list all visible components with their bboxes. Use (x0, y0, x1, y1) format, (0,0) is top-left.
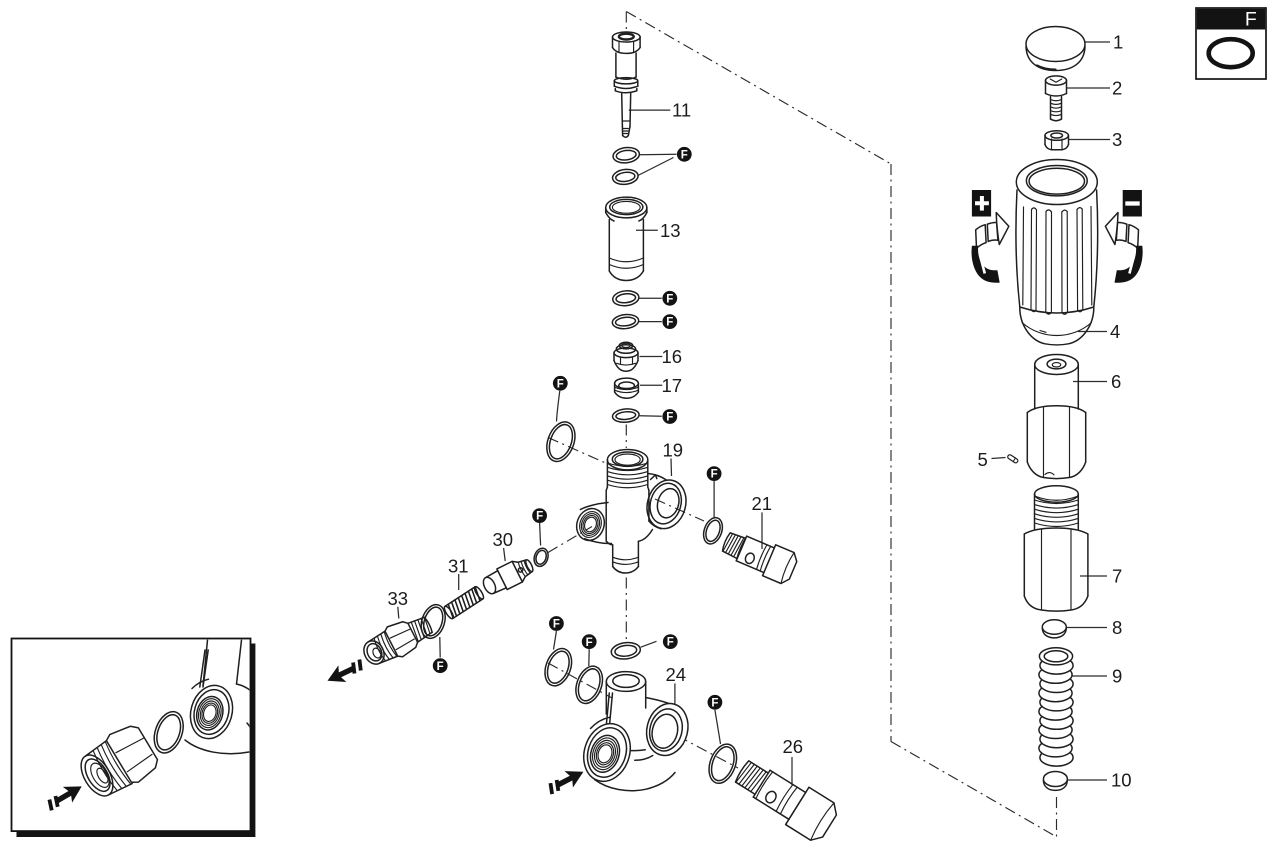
svg-text:2: 2 (1112, 78, 1122, 99)
svg-text:3: 3 (1112, 129, 1122, 150)
svg-text:17: 17 (662, 375, 683, 396)
svg-text:19: 19 (663, 439, 684, 460)
svg-text:30: 30 (493, 529, 514, 550)
svg-text:6: 6 (1111, 371, 1121, 392)
svg-text:16: 16 (662, 346, 683, 367)
svg-text:31: 31 (448, 556, 469, 577)
svg-text:13: 13 (660, 220, 681, 241)
svg-text:24: 24 (666, 664, 687, 685)
svg-text:7: 7 (1112, 566, 1122, 587)
svg-text:26: 26 (783, 736, 804, 757)
svg-text:9: 9 (1112, 666, 1122, 687)
svg-text:33: 33 (388, 588, 409, 609)
svg-text:21: 21 (752, 493, 773, 514)
svg-text:1: 1 (1113, 32, 1123, 53)
svg-text:4: 4 (1110, 321, 1120, 342)
svg-text:5: 5 (978, 449, 988, 470)
svg-text:8: 8 (1112, 617, 1122, 638)
svg-text:11: 11 (672, 100, 691, 121)
svg-text:10: 10 (1111, 770, 1132, 791)
svg-text:F: F (1245, 9, 1257, 31)
